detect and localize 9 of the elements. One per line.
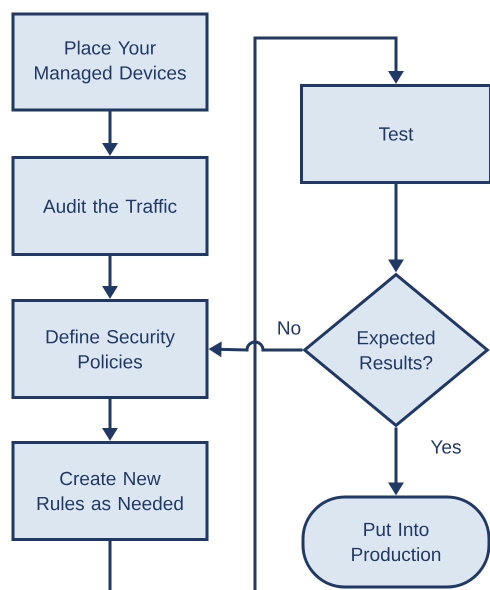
terminal-box: Put Into Production [302,496,490,588]
process-box: Define Security Policies [12,299,208,399]
process-box: Audit the Traffic [12,156,208,256]
edge-label: Yes [428,438,464,456]
edge-label: No [274,319,304,337]
process-box: Create New Rules as Needed [12,441,208,541]
arrow [254,36,404,590]
process-box: Test [300,84,490,184]
process-box: Place Your Managed Devices [12,12,208,112]
